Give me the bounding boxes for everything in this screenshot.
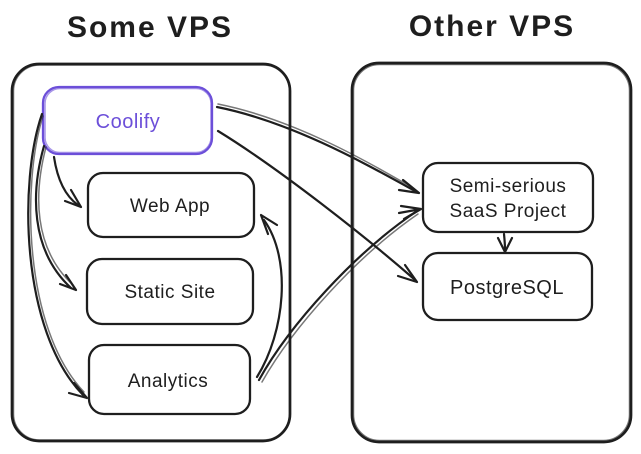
node-saas-project-box — [421, 161, 595, 234]
node-analytics-label: Analytics — [128, 371, 209, 392]
node-saas-project-label-line1: Semi-serious — [450, 176, 567, 197]
edge-coolify-saas-project-arrowhead — [397, 178, 421, 195]
node-saas-project-label-line2: SaaS Project — [450, 201, 567, 222]
edge-coolify-web-app — [52, 155, 80, 207]
node-web-app-label: Web App — [130, 196, 210, 217]
edge-analytics-web-app-arrowhead — [259, 213, 279, 236]
node-web-app-box — [86, 171, 256, 239]
edge-saas-project-postgresql — [502, 232, 507, 251]
node-analytics-box — [87, 343, 252, 416]
node-coolify-label: Coolify — [96, 111, 161, 133]
edge-saas-project-postgresql-arrowhead — [496, 236, 514, 254]
edge-analytics-web-app — [255, 218, 283, 379]
some-vps-title: Some VPS — [67, 11, 233, 44]
edge-coolify-static-site-sketch — [37, 146, 74, 286]
edge-coolify-analytics — [27, 112, 85, 397]
group-some-vps: Some VPS Coolify Web App Static Site Ana… — [10, 11, 292, 443]
other-vps-container — [350, 61, 633, 444]
edge-coolify-web-app-arrowhead — [63, 188, 83, 209]
edge-analytics-saas-project-sketch — [261, 213, 419, 383]
other-vps-container-sketch — [352, 63, 631, 442]
edge-coolify-analytics-sketch — [29, 115, 85, 393]
node-postgresql-box — [421, 251, 594, 322]
node-coolify-box-sketch — [44, 87, 212, 154]
group-other-vps: Other VPS Semi-serious SaaS Project Post… — [350, 10, 633, 444]
edges — [27, 103, 514, 400]
edge-coolify-static-site-arrowhead — [58, 273, 78, 292]
some-vps-container-sketch — [12, 64, 291, 441]
edge-coolify-saas-project — [215, 105, 417, 193]
node-postgresql-label: PostgreSQL — [450, 277, 564, 299]
edge-coolify-static-site — [34, 144, 73, 290]
edge-analytics-saas-project-arrowhead — [397, 204, 423, 221]
edge-coolify-postgresql-arrowhead — [396, 263, 419, 284]
edge-coolify-analytics-arrowhead — [67, 381, 89, 400]
edge-analytics-saas-project — [257, 209, 419, 382]
node-static-site-label: Static Site — [124, 282, 215, 303]
edge-coolify-postgresql — [216, 129, 416, 281]
edge-coolify-saas-project-sketch — [217, 103, 414, 189]
node-coolify-box — [41, 85, 214, 156]
other-vps-title: Other VPS — [409, 10, 575, 43]
node-static-site-box — [85, 257, 255, 326]
